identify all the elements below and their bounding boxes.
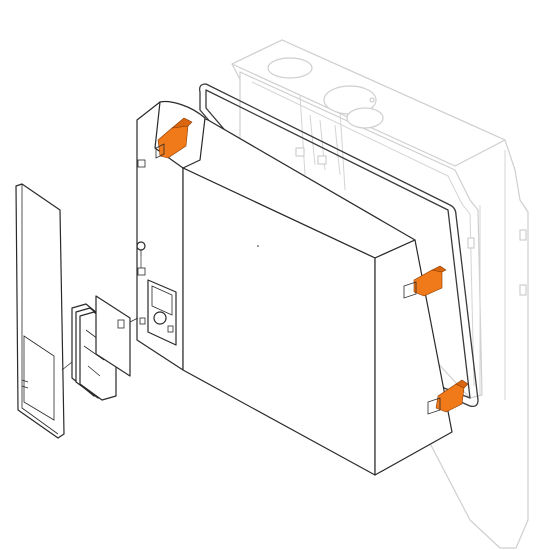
cover-screw <box>136 241 146 268</box>
mounting-clip-right-lower <box>427 379 469 415</box>
side-trim-panel <box>15 183 65 439</box>
knockout-3 <box>346 107 384 129</box>
trim-window <box>23 335 55 421</box>
knockout-1 <box>267 57 313 79</box>
leader-trim <box>61 361 73 371</box>
control-knob <box>153 311 167 325</box>
mounting-clip-right-upper <box>403 265 447 299</box>
display-gasket <box>95 295 131 377</box>
mounting-clip-top <box>155 117 193 159</box>
display-screen <box>151 285 173 316</box>
housing-cover <box>136 100 453 476</box>
leader-gasket <box>129 317 139 323</box>
cover-end-face <box>374 239 453 476</box>
